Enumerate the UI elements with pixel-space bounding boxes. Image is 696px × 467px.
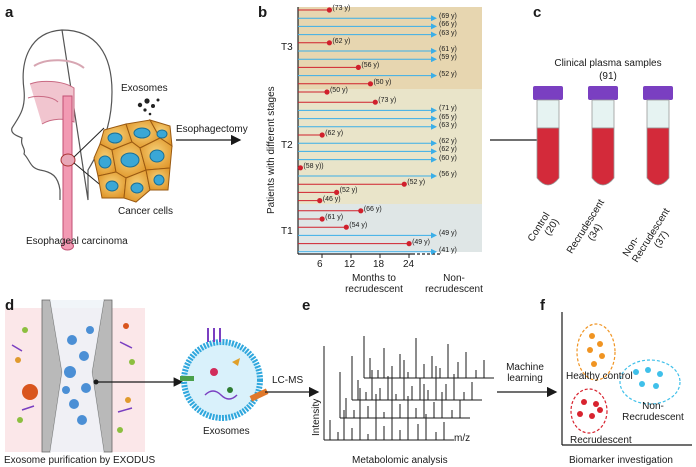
recurrence-point — [401, 181, 407, 187]
recurrence-point — [324, 89, 330, 95]
x-tick-12: 12 — [344, 259, 356, 270]
patient-age-label: (49 y) — [412, 238, 430, 246]
patient-age-label: (54 y) — [349, 222, 368, 230]
recurrence-point — [355, 64, 361, 70]
recurrence-point — [319, 216, 325, 222]
y-axis-label: Patients with different stages — [266, 86, 277, 214]
tumor — [60, 153, 76, 167]
recurrence-point — [358, 208, 364, 214]
panel-label-f: f — [540, 297, 545, 314]
lcms-label: LC-MS — [272, 375, 304, 386]
panel-label-a: a — [5, 4, 14, 21]
patient-age-label: (63 y) — [439, 29, 457, 37]
stage-label-t3: T3 — [281, 42, 293, 53]
patient-age-label: (52 y) — [339, 187, 358, 195]
patient-age-label: (62 y) — [439, 138, 457, 146]
x-tick-6: 6 — [317, 259, 323, 270]
x-label-non-recrudescent: Non-recrudescent — [425, 273, 483, 295]
patient-age-label: (60 y) — [439, 154, 457, 162]
esophageal-carcinoma-label: Esophageal carcinoma — [26, 236, 128, 247]
purified-exosomes — [62, 326, 94, 425]
esophagectomy-label: Esophagectomy — [176, 124, 248, 135]
x-tick-24: 24 — [403, 259, 415, 270]
head-silhouette — [11, 29, 113, 201]
exosomes-vesicle-label: Exosomes — [203, 426, 250, 437]
recurrence-point — [372, 99, 378, 105]
patient-age-label: (59 y) — [439, 54, 457, 62]
patient-age-label: (56 y) — [439, 171, 457, 178]
recurrence-point — [367, 81, 374, 87]
patient-age-label: (58 y)) — [303, 162, 324, 170]
machine-learning-label: Machine learning — [506, 362, 544, 384]
exosome-dots — [137, 98, 160, 116]
patient-age-label: (46 y) — [322, 195, 341, 203]
patient-age-label: (50 y) — [373, 78, 392, 86]
cancer-cells-label: Cancer cells — [118, 206, 174, 217]
x-label-recrudescent: Months to recrudescent — [345, 273, 403, 295]
exosomes-label: Exosomes — [121, 83, 168, 94]
patient-age-label: (69 y) — [439, 13, 457, 21]
ms-spectra — [323, 336, 494, 441]
metabolomic-caption: Metabolomic analysis — [352, 455, 448, 466]
esophagus — [62, 95, 73, 245]
patient-age-label: (52 y) — [407, 179, 426, 187]
panel-label-e: e — [302, 297, 311, 314]
recurrence-point — [406, 241, 412, 247]
recurrence-point — [343, 224, 349, 230]
patient-age-label: (66 y) — [363, 205, 382, 213]
intensity-label: Intensity — [311, 398, 322, 436]
healthy-control-label: Healthy control — [566, 371, 633, 382]
recurrence-point — [317, 198, 323, 204]
patient-age-label: (66 y) — [439, 21, 457, 29]
patient-age-label: (63 y) — [439, 121, 457, 129]
clinical-samples-total: (91) — [599, 71, 617, 82]
panel-label-b: b — [258, 4, 268, 21]
patient-age-label: (50 y) — [329, 87, 348, 94]
recurrence-point — [326, 7, 332, 13]
recurrence-point — [326, 40, 332, 46]
recrudescent-label: Recrudescent — [570, 435, 632, 446]
patient-age-label: (62 y) — [332, 37, 351, 45]
stage-label-t2: T2 — [281, 140, 293, 151]
recurrence-point — [297, 165, 304, 171]
patient-age-label: (62 y) — [439, 146, 457, 154]
recurrence-point — [319, 132, 325, 138]
clinical-samples-title: Clinical plasma samples — [554, 58, 662, 69]
exodus-device — [5, 299, 145, 453]
panel-label-c: c — [533, 4, 542, 21]
patient-age-label: (52 y) — [439, 70, 457, 78]
x-tick-18: 18 — [373, 259, 385, 270]
stage-t2-band — [298, 89, 482, 204]
patient-age-label: (49 y) — [439, 230, 457, 238]
mz-label: m/z — [454, 433, 471, 444]
patient-age-label: (61 y) — [325, 214, 344, 221]
biomarker-caption: Biomarker investigation — [569, 455, 673, 466]
patient-age-label: (62 y) — [325, 130, 344, 137]
patient-age-label: (73 y) — [332, 5, 351, 12]
recurrence-point — [334, 189, 340, 195]
stage-label-t1: T1 — [281, 226, 293, 237]
sample-tubes — [533, 86, 673, 186]
non-recrudescent-label: Non-Recrudescent — [622, 401, 684, 423]
cancer-cell-cluster — [93, 119, 173, 203]
patient-age-label: (41 y) — [439, 246, 457, 254]
exodus-caption: Exosome purification by EXODUS — [4, 455, 156, 466]
contaminants — [11, 323, 135, 433]
patient-age-label: (61 y) — [439, 46, 457, 53]
patient-age-label: (56 y) — [361, 62, 380, 70]
patient-age-label: (73 y) — [378, 97, 397, 105]
patient-age-label: (71 y) — [439, 105, 457, 113]
patient-age-label: (65 y) — [439, 113, 457, 121]
biomarker-plot — [561, 312, 692, 446]
panel-label-d: d — [5, 297, 15, 314]
exosome-vesicle — [180, 328, 269, 421]
